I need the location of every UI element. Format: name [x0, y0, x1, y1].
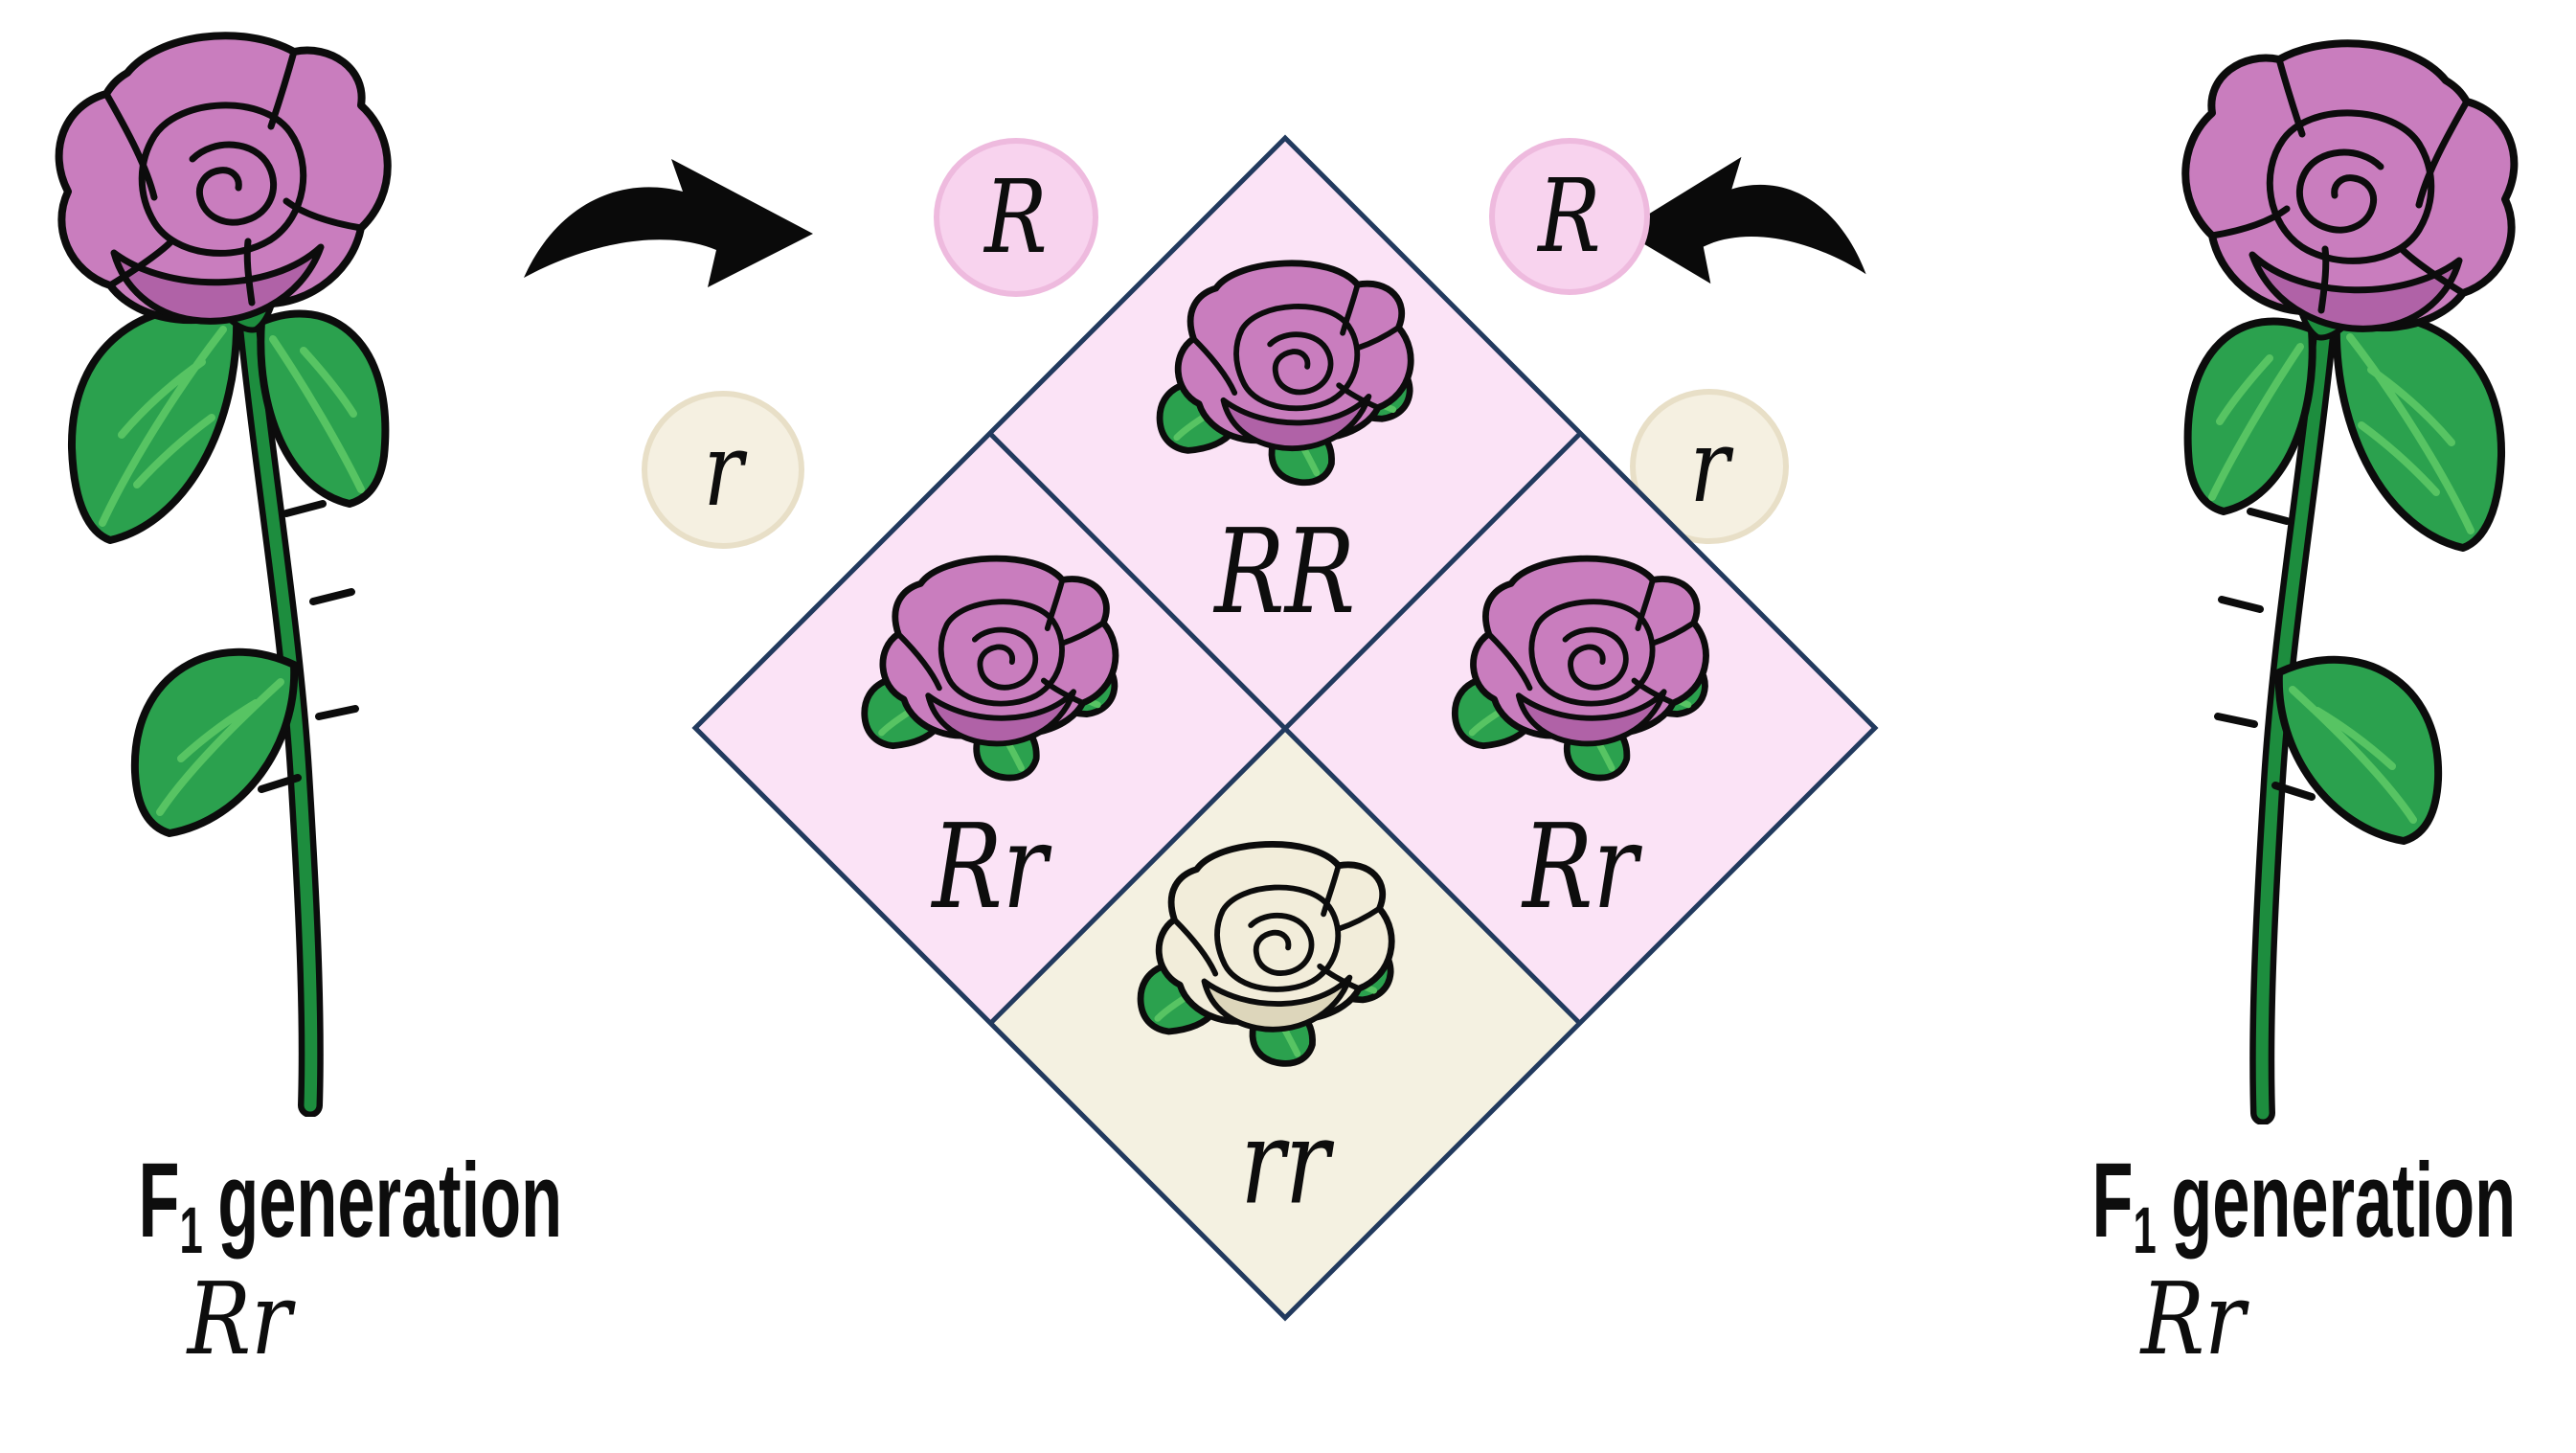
- pink-rose-icon: [850, 534, 1130, 787]
- genotype-label: rr: [1240, 1093, 1330, 1230]
- right-parent-pink-rose-icon: [2157, 13, 2559, 1124]
- allele-badge-R-right: R: [1489, 138, 1650, 295]
- genotype-label: RR: [1214, 504, 1356, 641]
- right-parent-genotype: Rr: [2140, 1260, 2246, 1377]
- left-parent-pink-rose-icon: [14, 6, 417, 1117]
- right-curved-arrow-icon: [1621, 156, 1866, 284]
- left-parent-genotype: Rr: [187, 1260, 292, 1377]
- pink-rose-icon: [1145, 239, 1425, 492]
- genotype-label: Rr: [932, 799, 1049, 935]
- white-rose-icon: [1126, 820, 1406, 1073]
- allele-badge-r-left: r: [642, 391, 804, 549]
- allele-letter: r: [703, 410, 743, 529]
- punnett-cell-bottom: rr: [993, 731, 1577, 1315]
- genotype-label: Rr: [1522, 799, 1638, 935]
- pink-rose-icon: [1440, 534, 1720, 787]
- left-curved-arrow-icon: [524, 159, 813, 287]
- allele-letter: r: [1689, 407, 1729, 525]
- punnett-square: RR Rr Rr rr: [691, 134, 1879, 1322]
- allele-badge-R-left: R: [934, 138, 1098, 297]
- punnett-cell-bottom-content: rr: [1079, 817, 1492, 1230]
- allele-letter: R: [984, 158, 1048, 276]
- allele-letter: R: [1538, 157, 1601, 275]
